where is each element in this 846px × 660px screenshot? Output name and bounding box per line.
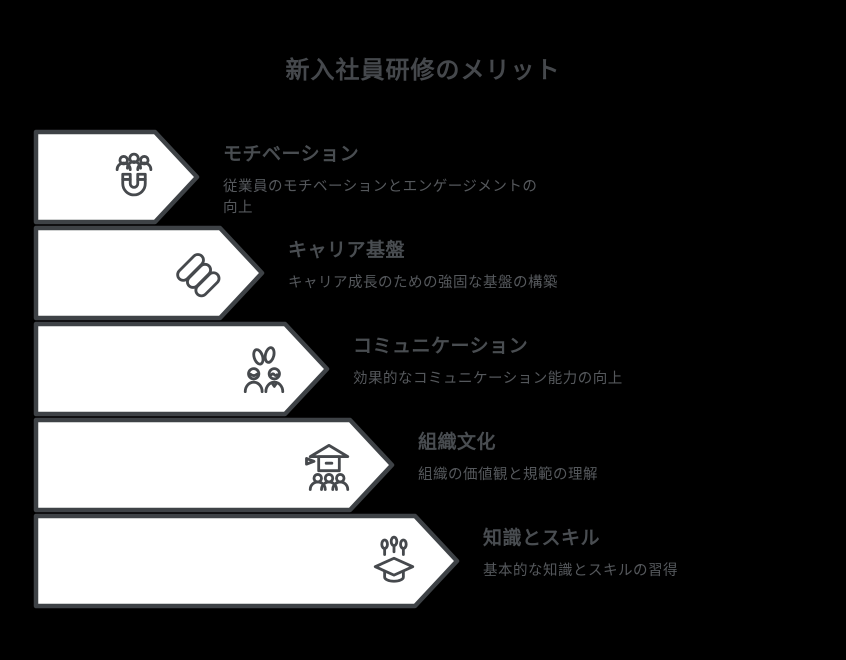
item-1: モチベーション 従業員のモチベーションとエンゲージメントの向上 [223,143,573,220]
item-1-title: モチベーション [223,144,360,165]
item-5: 知識とスキル 基本的な知識とスキルの習得 [483,527,833,582]
item-3-title: コミュニケーション [353,336,529,357]
item-3-description: 効果的なコミュニケーション能力の向上 [353,370,623,387]
arrow-banner-4 [33,417,395,513]
graduation-cap-icon [364,532,424,592]
item-2-description: キャリア成長のための強固な基盤の構築 [288,274,558,291]
item-5-description: 基本的な知識とスキルの習得 [483,562,678,579]
page-title: 新入社員研修のメリット [285,57,561,84]
organization-house-icon [299,436,359,496]
item-2-title: キャリア基盤 [288,240,406,261]
arrow-banner-5 [33,513,460,609]
item-4-title: 組織文化 [418,432,497,453]
item-4-description: 組織の価値観と規範の理解 [418,466,598,483]
arrow-banner-3 [33,321,330,417]
item-1-description: 従業員のモチベーションとエンゲージメントの向上 [223,178,538,217]
people-conversation-icon [234,340,294,400]
arrow-banner-1 [33,129,200,225]
item-5-title: 知識とスキル [483,528,601,549]
item-3: コミュニケーション 効果的なコミュニケーション能力の向上 [353,335,703,390]
magnet-people-icon [104,148,164,208]
career-steps-icon [169,244,229,304]
item-2: キャリア基盤 キャリア成長のための強固な基盤の構築 [288,239,638,294]
item-4: 組織文化 組織の価値観と規範の理解 [418,431,768,486]
arrow-banner-2 [33,225,265,321]
